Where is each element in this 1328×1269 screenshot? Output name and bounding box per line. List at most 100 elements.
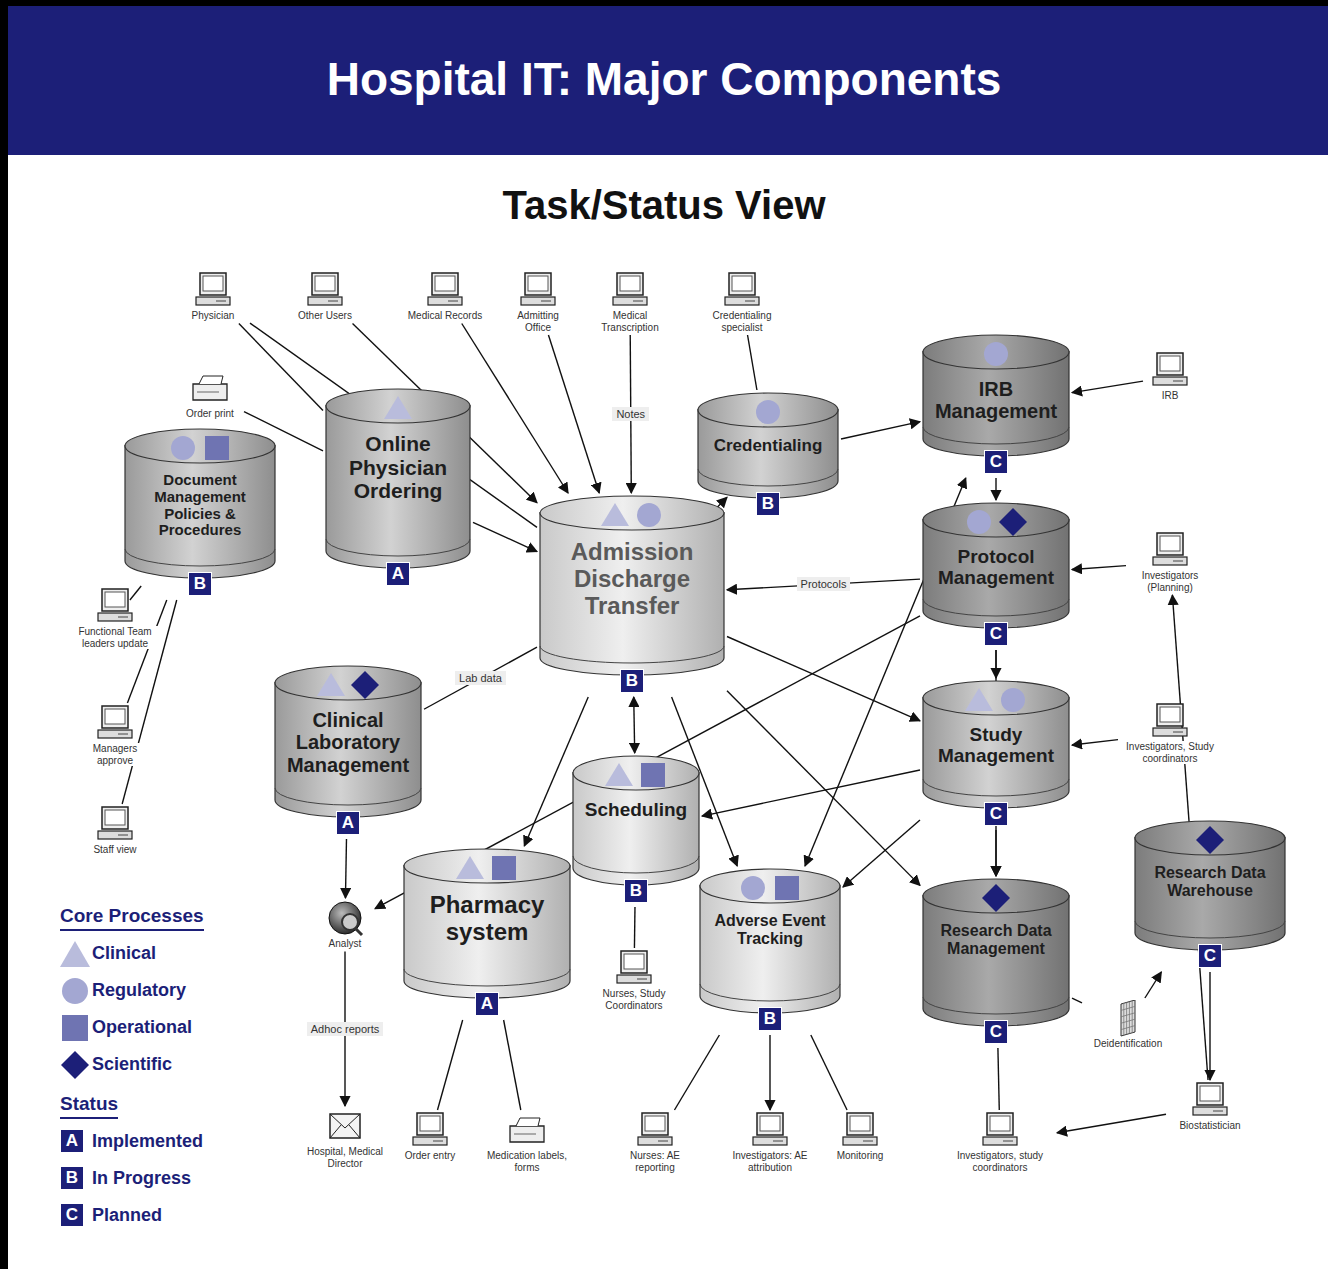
cylinder-band bbox=[923, 427, 1069, 444]
cylinder-top bbox=[275, 666, 421, 700]
connector bbox=[998, 1048, 999, 1110]
terminal-label: Biostatistician bbox=[1168, 1120, 1252, 1132]
database-cylinder: SchedulingB bbox=[572, 755, 700, 905]
terminal-node: Medication labels, forms bbox=[484, 1112, 570, 1173]
terminal-node: Admitting Office bbox=[507, 272, 569, 333]
cylinder-body bbox=[700, 885, 840, 1013]
cylinder-top bbox=[700, 869, 840, 903]
status-badge: C bbox=[1198, 944, 1222, 968]
connector bbox=[727, 636, 920, 720]
status-badge: B bbox=[624, 879, 648, 903]
status-badge: C bbox=[984, 450, 1008, 474]
legend-swatch: B bbox=[60, 1166, 84, 1190]
connector bbox=[504, 1020, 521, 1110]
cylinder-body bbox=[326, 405, 470, 568]
terminal-node: Investigators (Planning) bbox=[1128, 532, 1212, 593]
cylinder-band bbox=[698, 469, 838, 486]
icon-mon bbox=[1149, 703, 1191, 741]
terminal-node: Deidentification bbox=[1084, 1000, 1172, 1050]
connector bbox=[748, 335, 757, 390]
node-title: Admission Discharge Transfer bbox=[545, 539, 719, 620]
computer-base bbox=[1193, 1107, 1227, 1115]
node-title: Clinical Laboratory Management bbox=[280, 709, 416, 776]
connector bbox=[1072, 998, 1082, 1003]
status-badge: B bbox=[756, 492, 780, 516]
monitor-screen bbox=[203, 276, 223, 291]
drive-slot bbox=[216, 301, 226, 302]
drive-slot bbox=[1173, 732, 1183, 733]
computer-base bbox=[521, 297, 555, 305]
connector bbox=[769, 1035, 770, 1110]
terminal-node: Monitoring bbox=[828, 1112, 892, 1162]
terminal-node: Credentialing specialist bbox=[697, 272, 787, 333]
monitor-screen bbox=[420, 1116, 440, 1131]
terminal-node: IRB bbox=[1145, 352, 1195, 402]
terminal-node: Staff view bbox=[80, 806, 150, 856]
drive-slot bbox=[1173, 381, 1183, 382]
icon-prn bbox=[189, 370, 231, 408]
terminal-node: Biostatistician bbox=[1168, 1082, 1252, 1132]
connector bbox=[1072, 381, 1143, 393]
connector bbox=[424, 647, 537, 709]
monitor-screen bbox=[528, 276, 548, 291]
legend-text: In Progress bbox=[92, 1168, 191, 1189]
monitor-screen bbox=[1200, 1086, 1220, 1101]
node-title: Protocol Management bbox=[928, 546, 1064, 589]
status-badge: A bbox=[475, 992, 499, 1016]
cylinder-shape bbox=[572, 755, 700, 887]
drive-slot bbox=[633, 301, 643, 302]
icon-flt bbox=[1107, 1000, 1149, 1038]
legend-swatch bbox=[60, 976, 90, 1006]
terminal-node: Order entry bbox=[398, 1112, 462, 1162]
page-title: Hospital IT: Major Components bbox=[0, 52, 1328, 106]
cylinder-band bbox=[923, 779, 1069, 796]
monitor-screen bbox=[1160, 356, 1180, 371]
monitor-screen bbox=[105, 592, 125, 607]
cylinder-body bbox=[404, 865, 570, 998]
icon-mon bbox=[979, 1112, 1021, 1150]
computer-base bbox=[1153, 377, 1187, 385]
cylinder-top bbox=[923, 335, 1069, 369]
envelope-flap bbox=[330, 1114, 360, 1138]
monitor-screen bbox=[620, 276, 640, 291]
legend-row: B In Progress bbox=[60, 1162, 260, 1199]
edge-label: Protocols bbox=[797, 577, 851, 591]
cylinder-body bbox=[125, 445, 275, 578]
monitor-frame bbox=[729, 273, 755, 295]
terminal-label: Medical Transcription bbox=[593, 310, 667, 333]
globe bbox=[329, 902, 361, 934]
filter-grid bbox=[1123, 1003, 1124, 1035]
status-letter: B bbox=[66, 1168, 78, 1187]
legend-heading: Status bbox=[60, 1093, 118, 1119]
icon-mon bbox=[192, 272, 234, 310]
monitor-screen bbox=[990, 1116, 1010, 1131]
terminal-node: Hospital, Medical Director bbox=[304, 1108, 386, 1169]
drive-slot bbox=[541, 301, 551, 302]
monitor-frame bbox=[312, 273, 338, 295]
node-title: Document Management Policies & Procedure… bbox=[130, 472, 270, 539]
database-cylinder: Document Management Policies & Procedure… bbox=[124, 428, 276, 598]
legend-heading-row: Status bbox=[60, 1093, 260, 1119]
clinical-symbol bbox=[317, 673, 345, 696]
node-title: Online Physician Ordering bbox=[331, 432, 465, 503]
cylinder-band bbox=[700, 984, 840, 1001]
cylinder-body bbox=[275, 682, 421, 817]
legend-row: Scientific bbox=[60, 1048, 260, 1085]
computer-base bbox=[753, 1137, 787, 1145]
printer-paper bbox=[516, 1118, 540, 1126]
envelope bbox=[330, 1114, 360, 1138]
legend-row: Operational bbox=[60, 1011, 260, 1048]
connector bbox=[995, 830, 996, 876]
legend-swatch: C bbox=[60, 1203, 84, 1227]
node-title: Research Data Management bbox=[928, 922, 1064, 958]
node-title: Adverse Event Tracking bbox=[705, 912, 835, 948]
icon-env bbox=[324, 1108, 366, 1146]
drive-slot bbox=[1173, 561, 1183, 562]
connector bbox=[843, 820, 920, 887]
regulatory-swatch bbox=[62, 978, 88, 1004]
monitor-frame bbox=[200, 273, 226, 295]
terminal-label: Nurses, Study Coordinators bbox=[592, 988, 676, 1011]
node-title: Pharmacy system bbox=[409, 892, 565, 946]
status-badge: B bbox=[188, 572, 212, 596]
